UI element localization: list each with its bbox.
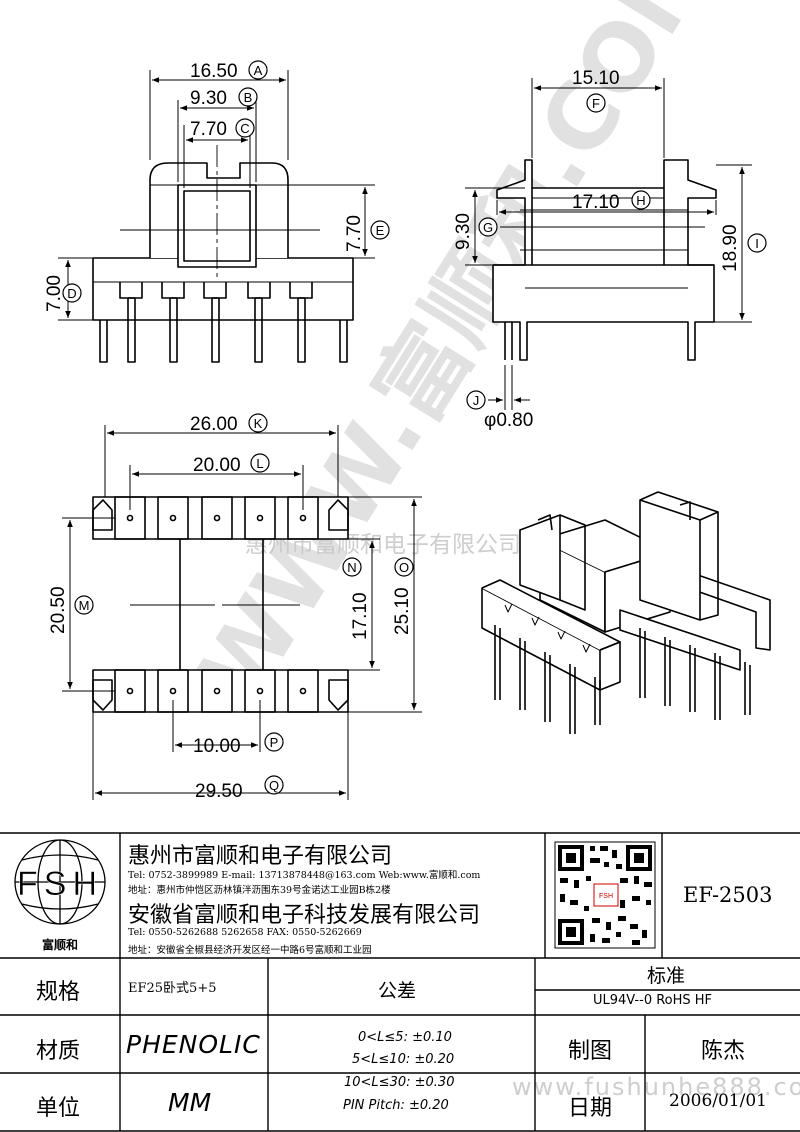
dim-Q: 29.50 [195, 781, 243, 802]
dim-M: 20.50 [48, 586, 69, 634]
company1-address: 地址：惠州市仲恺区沥林镇泮沥围东39号金诺达工业园B栋2楼 [128, 885, 391, 896]
date-value: 2006/01/01 [669, 1091, 767, 1111]
date-label: 日期 [568, 1096, 613, 1121]
isometric-view [481, 491, 771, 734]
dim-C: 7.70 [190, 119, 227, 140]
spec-label: 规格 [36, 980, 81, 1005]
tolerance-row-1: 5<L≤10: ±0.20 [352, 1052, 455, 1067]
standard-label: 标准 [647, 965, 686, 987]
fsh-logo [14, 839, 106, 925]
dim-F: 15.10 [572, 68, 620, 89]
tolerance-row-0: 0<L≤5: ±0.10 [358, 1030, 452, 1045]
dimension-labels: 16.50 9.30 7.70 7.00 7.70 15.10 9.30 17.… [44, 61, 741, 802]
title-block-frame [0, 832, 800, 1132]
callout-A: A [254, 63, 263, 78]
callout-P: P [270, 735, 279, 750]
spec-value: EF25卧式5+5 [128, 981, 217, 996]
drawn-value: 陈杰 [701, 1039, 746, 1064]
dim-D: 7.00 [44, 275, 65, 312]
callout-G: G [483, 220, 493, 235]
callout-Q: Q [269, 778, 279, 793]
callout-I: I [755, 236, 759, 251]
dim-L: 20.00 [193, 455, 241, 476]
fsh-logo-letters: FSH [17, 865, 103, 903]
callout-L: L [256, 456, 263, 471]
front-view [58, 70, 375, 363]
callout-O: O [399, 560, 409, 575]
bottom-view [62, 425, 422, 800]
drawn-label: 制图 [568, 1039, 613, 1064]
callout-M: M [79, 598, 90, 613]
company2-name: 安徽省富顺和电子科技发展有限公司 [128, 903, 481, 928]
dim-P: 10.00 [193, 736, 241, 757]
dim-J: φ0.80 [484, 410, 533, 431]
dim-I: 18.90 [720, 224, 741, 272]
company1-contact: Tel: 0752-3899989 E-mail: 13713878448@16… [128, 870, 481, 881]
unit-value: MM [168, 1088, 212, 1117]
tolerance-label: 公差 [378, 980, 417, 1002]
callout-F: F [592, 96, 600, 111]
callout-C: C [240, 121, 249, 136]
qr-code: FSH [554, 841, 656, 949]
callout-E: E [376, 223, 385, 238]
standard-value: UL94V--0 RoHS HF [593, 993, 713, 1008]
dim-N: 17.10 [350, 592, 371, 640]
callout-D: D [67, 286, 76, 301]
unit-label: 单位 [36, 1096, 81, 1121]
callout-J: J [473, 393, 480, 408]
dim-H: 17.10 [572, 192, 620, 213]
callout-letters: A B C D E F G H I J K L M N O P Q [67, 63, 759, 793]
company2-address: 地址：安徽省全椒县经济开发区经一中路6号富顺和工业园 [128, 945, 372, 956]
side-view [465, 78, 752, 410]
callouts [62, 60, 767, 795]
callout-N: N [347, 560, 356, 575]
dim-G: 9.30 [453, 213, 474, 250]
dim-E: 7.70 [344, 215, 365, 252]
part-number: EF-2503 [683, 883, 773, 907]
dim-K: 26.00 [190, 414, 238, 435]
company1-name: 惠州市富顺和电子有限公司 [128, 844, 393, 869]
tolerance-row-3: PIN Pitch: ±0.20 [343, 1098, 449, 1113]
fsh-logo-caption: 富顺和 [42, 937, 78, 952]
company2-contact: Tel: 0550-5262688 5262658 FAX: 0550-5262… [128, 927, 362, 938]
callout-B: B [244, 90, 253, 105]
material-label: 材质 [36, 1039, 81, 1064]
material-value: PHENOLIC [126, 1030, 261, 1059]
tolerance-row-2: 10<L≤30: ±0.30 [344, 1075, 455, 1090]
dim-O: 25.10 [392, 587, 413, 635]
callout-H: H [636, 193, 645, 208]
callout-K: K [254, 416, 263, 431]
qr-logo-letters: FSH [599, 893, 613, 900]
watermark-footer: www.fushunhe888.com [512, 1073, 800, 1101]
dim-B: 9.30 [190, 88, 227, 109]
dim-A: 16.50 [190, 61, 238, 82]
